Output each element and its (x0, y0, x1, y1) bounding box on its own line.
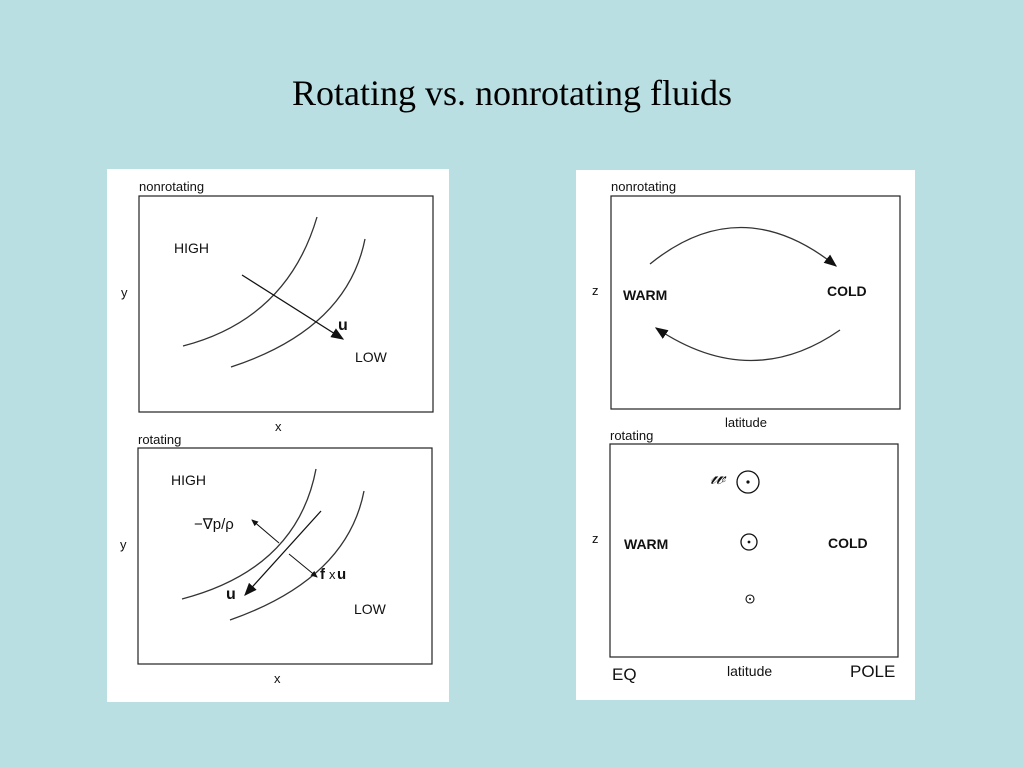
right-figure: nonrotating z latitude WARM COLD rotatin… (576, 170, 915, 700)
top-panel-label: nonrotating (611, 179, 676, 194)
u-label: u (338, 317, 348, 334)
out-of-page-wind-large (736, 470, 760, 494)
z-axis-label: z (592, 531, 599, 546)
out-of-page-wind-medium (740, 533, 758, 551)
warm-label: WARM (624, 536, 668, 552)
y-axis-label: y (121, 285, 128, 300)
top-panel-label: nonrotating (139, 179, 204, 194)
bottom-panel-frame (137, 447, 433, 665)
lower-circulation-arrow (654, 327, 841, 362)
coriolis-cross: x (329, 567, 336, 582)
top-panel-frame (138, 195, 434, 413)
warm-label: WARM (623, 287, 667, 303)
high-label: HIGH (171, 472, 206, 488)
upper-circulation-arrow (649, 226, 838, 267)
bottom-panel-label: rotating (610, 428, 653, 443)
out-of-page-wind-small (745, 594, 755, 604)
isobar-2 (229, 490, 365, 621)
bottom-panel-label: rotating (138, 432, 181, 447)
slide-title: Rotating vs. nonrotating fluids (292, 73, 732, 113)
wind-symbol: 𝓌 (710, 464, 727, 489)
u-label: u (226, 586, 236, 603)
cold-label: COLD (828, 535, 868, 551)
bottom-panel-frame (609, 443, 899, 658)
coriolis-u: u (337, 566, 346, 583)
latitude-label: latitude (727, 663, 772, 679)
x-axis-label: x (275, 419, 282, 434)
high-label: HIGH (174, 240, 209, 256)
x-axis-label: x (274, 671, 281, 686)
isobar-2 (230, 238, 366, 368)
pole-label: POLE (850, 662, 895, 681)
isobar-1 (181, 468, 317, 600)
latitude-label: latitude (725, 415, 767, 430)
isobar-1 (182, 216, 318, 347)
pressure-gradient-label: −∇p/ρ (194, 516, 234, 533)
velocity-arrow (244, 510, 322, 596)
coriolis-f: f (320, 566, 326, 583)
left-figure: nonrotating y x HIGH LOW u rotating y x … (107, 169, 449, 702)
low-label: LOW (355, 349, 388, 365)
eq-label: EQ (612, 665, 637, 684)
right-figure-svg: nonrotating z latitude WARM COLD rotatin… (592, 179, 901, 684)
pressure-gradient-arrow (251, 519, 280, 544)
top-panel-frame (610, 195, 901, 410)
left-figure-svg: nonrotating y x HIGH LOW u rotating y x … (120, 179, 434, 686)
z-axis-label: z (592, 283, 599, 298)
low-label: LOW (354, 601, 387, 617)
y-axis-label: y (120, 537, 127, 552)
coriolis-arrow (288, 553, 318, 578)
velocity-arrow (241, 274, 345, 340)
cold-label: COLD (827, 283, 867, 299)
